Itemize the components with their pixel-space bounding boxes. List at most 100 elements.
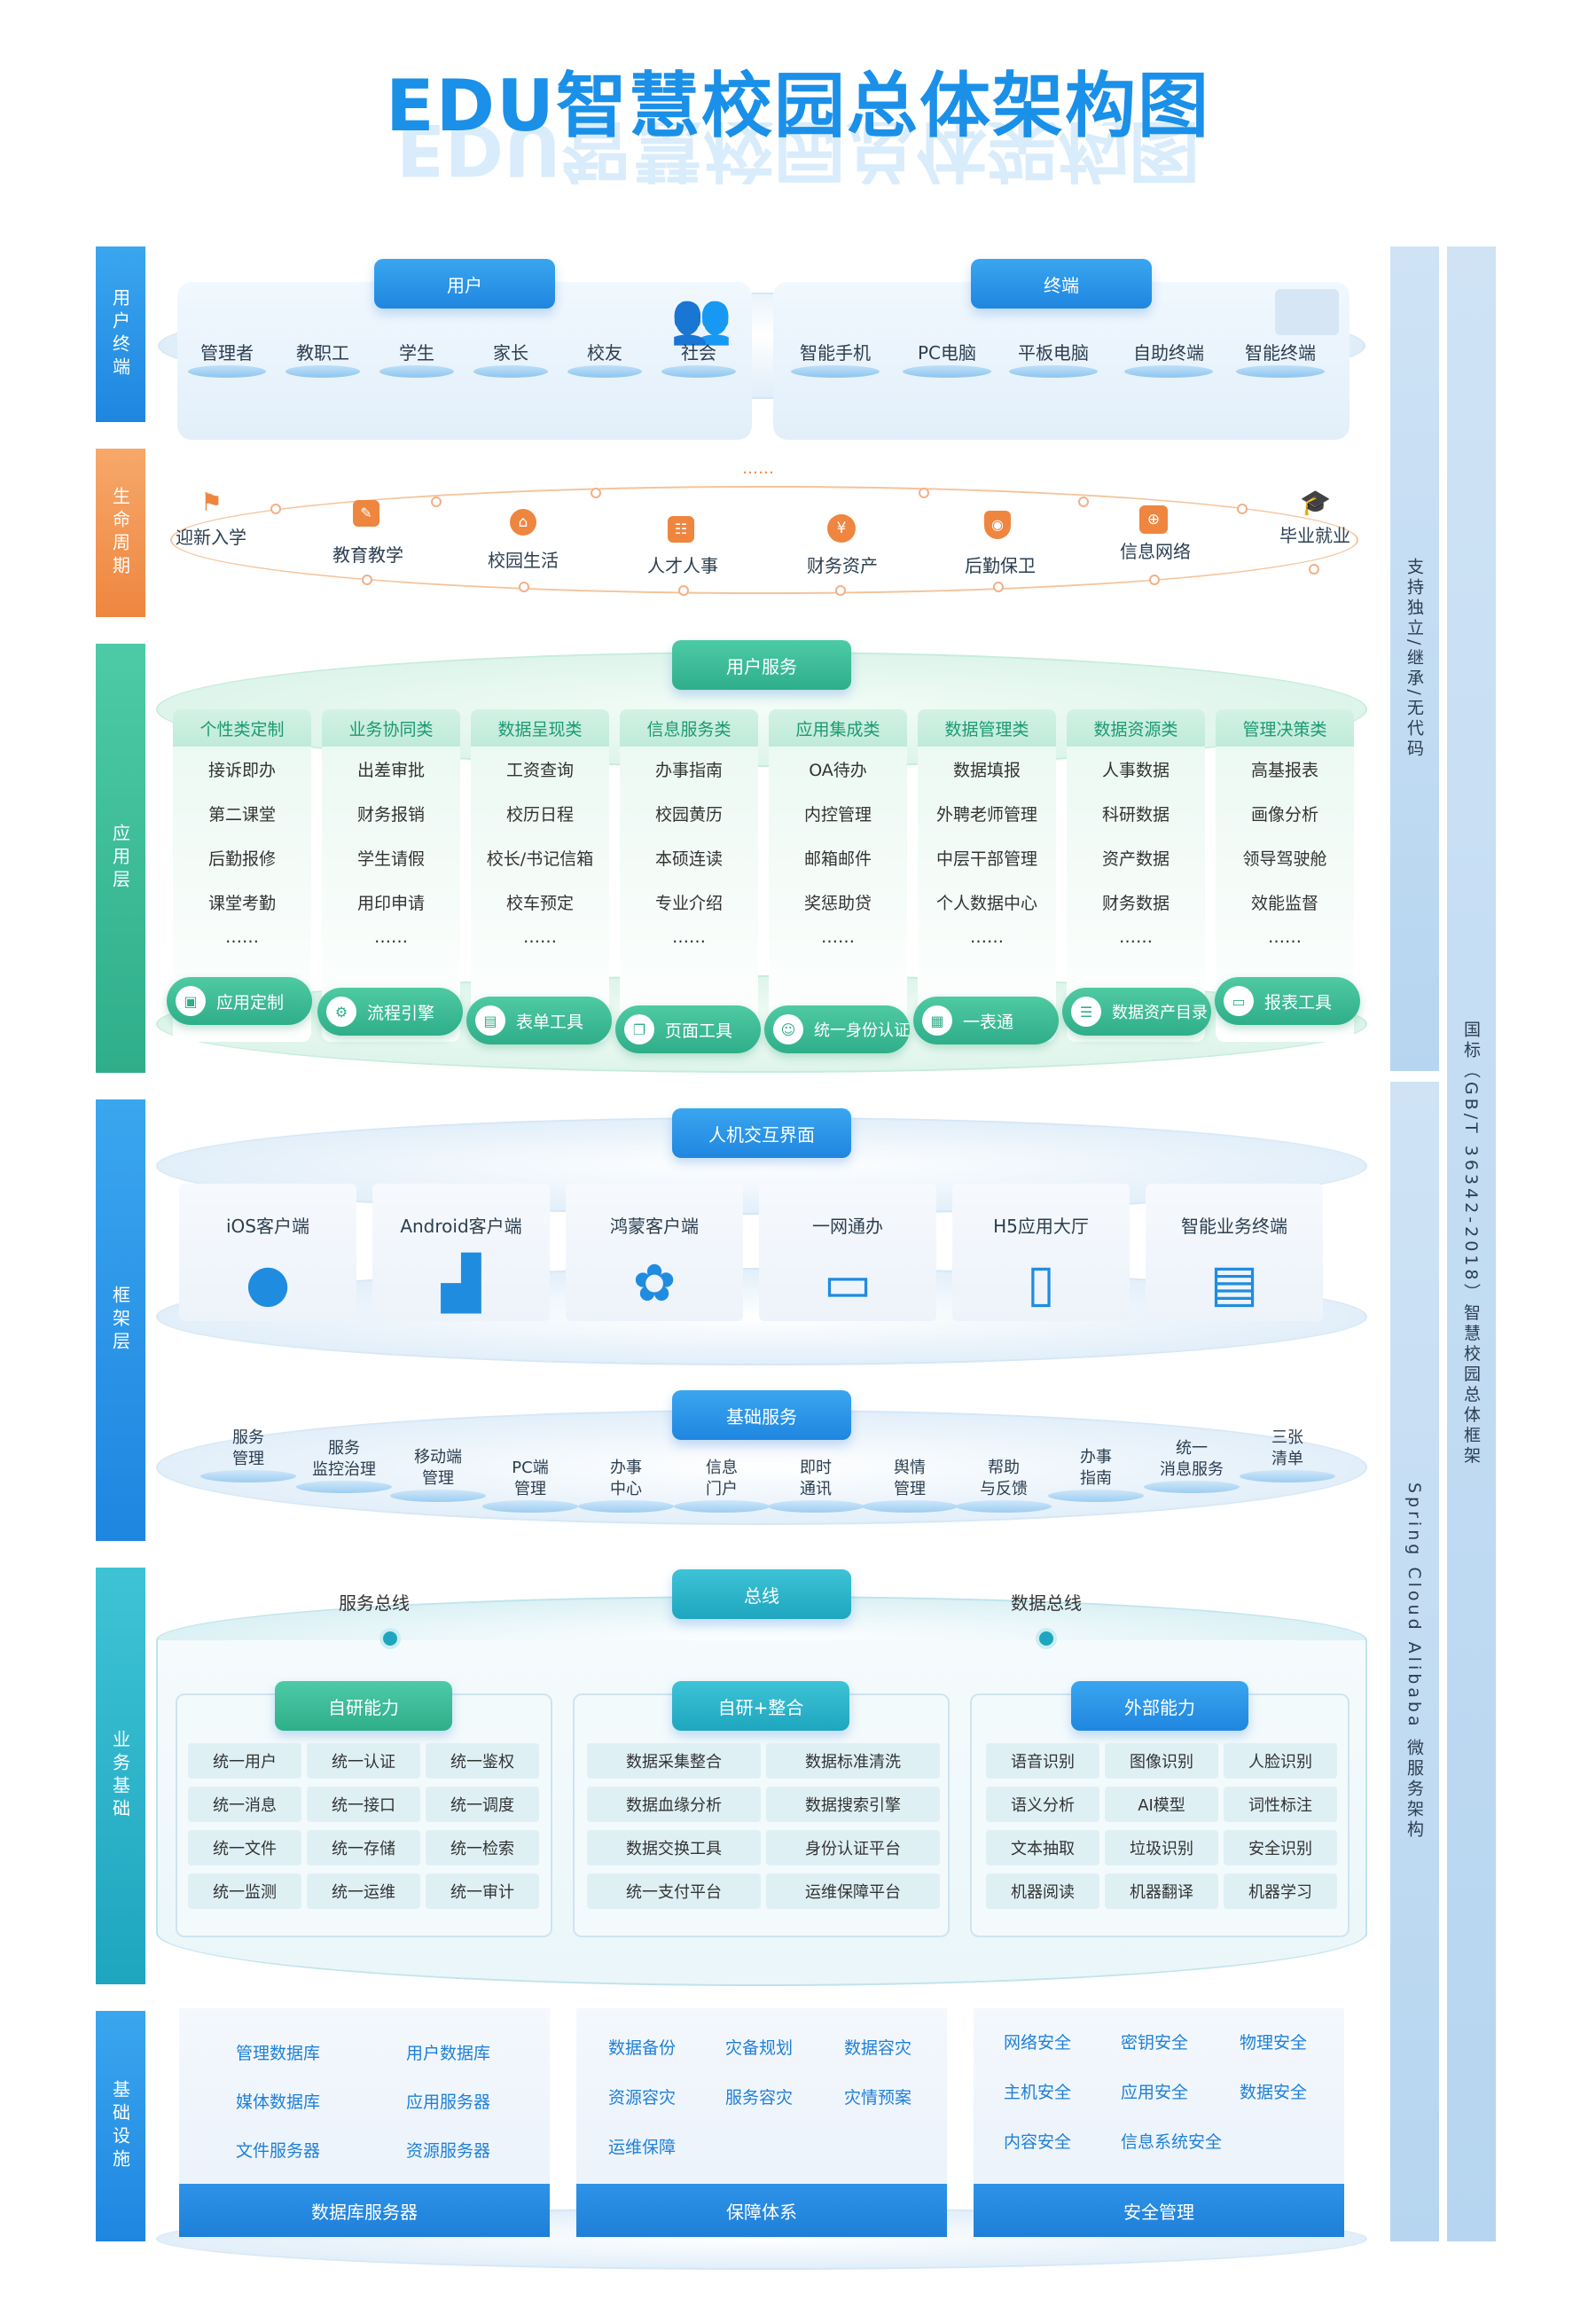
capability-cell[interactable]: 安全识别 [1224, 1830, 1337, 1865]
capability-cell[interactable]: 统一文件 [188, 1830, 301, 1865]
app-item[interactable]: 外聘老师管理 [935, 804, 1037, 825]
capability-cell[interactable]: 语义分析 [986, 1787, 1099, 1822]
tool-one-form[interactable]: ▦一表通 [913, 997, 1059, 1044]
capability-cell[interactable]: 数据血缘分析 [587, 1787, 761, 1822]
app-item[interactable]: 办事指南 [654, 760, 723, 780]
capability-cell[interactable]: 垃圾识别 [1105, 1830, 1218, 1865]
capability-cell[interactable]: 统一存储 [307, 1830, 420, 1865]
capability-cell[interactable]: 数据搜索引擎 [766, 1787, 940, 1822]
app-item[interactable]: 工资查询 [505, 760, 574, 780]
app-item[interactable]: 财务数据 [1101, 893, 1170, 913]
app-item[interactable]: 学生请假 [356, 849, 425, 869]
app-item[interactable]: 领导驾驶舱 [1242, 849, 1327, 869]
column-title: 数据管理类 [918, 709, 1056, 747]
base-service-item[interactable]: 舆情管理 [862, 1458, 958, 1513]
app-item[interactable]: 奖惩助贷 [803, 893, 872, 913]
app-item[interactable]: 课堂考勤 [207, 893, 276, 913]
base-service-item[interactable]: 统一消息服务 [1144, 1438, 1240, 1493]
capability-cell[interactable]: 机器阅读 [986, 1873, 1099, 1909]
tool-report[interactable]: ▭报表工具 [1215, 977, 1360, 1025]
capability-cell[interactable]: 统一运维 [307, 1873, 420, 1909]
base-service-item[interactable]: 服务管理 [200, 1427, 296, 1482]
infra-item: 数据容灾 [844, 2038, 912, 2058]
app-item[interactable]: 专业介绍 [654, 893, 723, 913]
capability-cell[interactable]: 数据标准清洗 [766, 1743, 940, 1779]
tool-data-asset-catalog[interactable]: ☰数据资产目录 [1062, 988, 1211, 1036]
capability-cell[interactable]: 词性标注 [1224, 1787, 1337, 1822]
app-item[interactable]: 接诉即办 [207, 760, 276, 780]
capability-cell[interactable]: 统一监测 [188, 1873, 301, 1909]
capability-cell[interactable]: 数据采集整合 [587, 1743, 761, 1779]
app-item[interactable]: 效能监督 [1250, 893, 1318, 913]
capability-cell[interactable]: 统一认证 [307, 1743, 420, 1779]
capability-cell[interactable]: 统一调度 [426, 1787, 539, 1822]
app-item-more: …… [1268, 927, 1302, 947]
app-item[interactable]: 画像分析 [1250, 804, 1318, 825]
capability-cell[interactable]: 运维保障平台 [766, 1873, 940, 1909]
client-card-one-stop[interactable]: 一网通办 ▭ [759, 1184, 936, 1321]
capability-cell[interactable]: 机器学习 [1224, 1873, 1337, 1909]
base-service-item[interactable]: 三张清单 [1240, 1427, 1335, 1482]
app-item[interactable]: 数据填报 [952, 760, 1021, 780]
app-item[interactable]: 邮箱邮件 [803, 849, 872, 869]
capability-cell[interactable]: AI模型 [1105, 1787, 1218, 1822]
app-item[interactable]: 用印申请 [356, 893, 425, 913]
app-item[interactable]: 人事数据 [1101, 760, 1170, 780]
client-card-ios[interactable]: iOS客户端 ● [179, 1184, 356, 1321]
capability-cell[interactable]: 图像识别 [1105, 1743, 1218, 1779]
app-item[interactable]: 高基报表 [1250, 760, 1318, 780]
app-item[interactable]: 资产数据 [1101, 849, 1170, 869]
terminal-header: 终端 [971, 259, 1152, 309]
capability-cell[interactable]: 文本抽取 [986, 1830, 1099, 1865]
app-item[interactable]: 后勤报修 [207, 849, 276, 869]
base-service-item[interactable]: 信息门户 [674, 1458, 770, 1513]
capability-cell[interactable]: 统一支付平台 [587, 1873, 761, 1909]
tool-unified-identity[interactable]: ☺统一身份认证 [764, 1005, 910, 1053]
capability-cell[interactable]: 身份认证平台 [766, 1830, 940, 1865]
base-service-item[interactable]: 办事中心 [578, 1458, 674, 1513]
layer-tab-user-terminal: 用户终端 [96, 246, 145, 422]
client-card-harmony[interactable]: 鸿蒙客户端 ✿ [566, 1184, 743, 1321]
app-item[interactable]: 出差审批 [356, 760, 425, 780]
app-item[interactable]: 校历日程 [505, 804, 574, 825]
base-service-item[interactable]: 服务监控治理 [296, 1438, 392, 1493]
tool-workflow-engine[interactable]: ⚙流程引擎 [317, 988, 463, 1036]
base-service-item[interactable]: 办事指南 [1048, 1447, 1144, 1502]
tool-form-builder[interactable]: ▤表单工具 [466, 997, 612, 1044]
client-card-smart-terminal[interactable]: 智能业务终端 ▤ [1146, 1184, 1323, 1321]
app-item[interactable]: 校长/书记信箱 [486, 849, 594, 869]
finance-icon: ¥ [827, 514, 856, 543]
app-item[interactable]: OA待办 [809, 760, 867, 780]
base-service-item[interactable]: 移动端管理 [390, 1447, 486, 1502]
app-item[interactable]: 财务报销 [356, 804, 425, 825]
app-item[interactable]: 中层干部管理 [935, 849, 1037, 869]
capability-cell[interactable]: 统一检索 [426, 1830, 539, 1865]
tool-label: 统一身份认证 [814, 1021, 910, 1040]
client-card-h5[interactable]: H5应用大厅 ▯ [952, 1184, 1130, 1321]
app-item[interactable]: 第二课堂 [207, 804, 276, 825]
app-item[interactable]: 内控管理 [803, 804, 872, 825]
base-service-item[interactable]: PC端管理 [482, 1458, 578, 1513]
capability-cell[interactable]: 统一审计 [426, 1873, 539, 1909]
base-service-item[interactable]: 帮助与反馈 [956, 1458, 1052, 1513]
terminal-item: 智能手机 [791, 339, 880, 378]
side-national-standard-label: 国标（GB/T 36342-2018）智慧校园总体框架 [1447, 246, 1496, 2241]
capability-cell[interactable]: 统一用户 [188, 1743, 301, 1779]
tool-page-builder[interactable]: ❐页面工具 [615, 1005, 761, 1053]
capability-cell[interactable]: 统一消息 [188, 1787, 301, 1822]
capability-cell[interactable]: 统一接口 [307, 1787, 420, 1822]
app-item[interactable]: 科研数据 [1101, 804, 1170, 825]
client-card-android[interactable]: Android客户端 ▟ [372, 1184, 550, 1321]
capability-cell[interactable]: 人脸识别 [1224, 1743, 1337, 1779]
capability-cell[interactable]: 机器翻译 [1105, 1873, 1218, 1909]
infra-item: 媒体数据库 [236, 2092, 321, 2112]
app-item[interactable]: 本硕连读 [654, 849, 723, 869]
tool-app-customization[interactable]: ▣应用定制 [167, 977, 312, 1025]
app-item[interactable]: 校园黄历 [654, 804, 723, 825]
capability-cell[interactable]: 统一鉴权 [426, 1743, 539, 1779]
app-item[interactable]: 校车预定 [505, 893, 574, 913]
app-item[interactable]: 个人数据中心 [935, 893, 1037, 913]
base-service-item[interactable]: 即时通讯 [768, 1458, 864, 1513]
capability-cell[interactable]: 数据交换工具 [587, 1830, 761, 1865]
capability-cell[interactable]: 语音识别 [986, 1743, 1099, 1779]
